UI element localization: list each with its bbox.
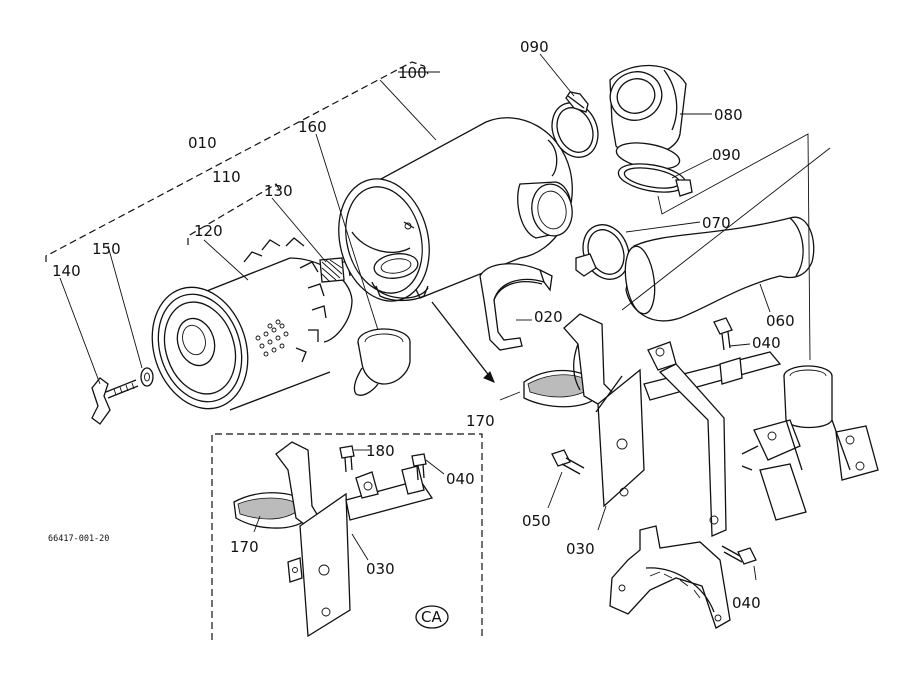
hose-clamp-090-upper [551,91,599,158]
stay-bracket [609,525,731,629]
hose-clamp-090-lower [617,163,693,197]
leader-lines [59,53,831,581]
label-060: 060 [766,312,795,330]
label-040-upper: 040 [752,334,781,352]
label-130: 130 [264,182,293,200]
label-180: 180 [366,442,395,460]
part-labels: 100 010 110 160 130 120 150 140 090 080 … [48,38,795,626]
bolt-040-upper [713,317,733,351]
washer-150 [140,367,154,387]
label-100: 100 [398,64,427,82]
bolt-050 [551,449,585,475]
label-120: 120 [194,222,223,240]
outer-element-120 [151,237,353,411]
label-150: 150 [92,240,121,258]
band-020 [479,263,553,351]
label-170-main: 170 [466,412,495,430]
bracket-030-main [523,313,782,537]
bolt-040-lower [721,545,757,565]
label-170-inset: 170 [230,538,259,556]
label-140: 140 [52,262,81,280]
label-090-upper: 090 [520,38,549,56]
label-030-inset: 030 [366,560,395,578]
label-040-lower: 040 [732,594,761,612]
assembly-bracket-110 [187,183,281,245]
drawing-code: 66417-001-20 [48,534,109,544]
label-030-main: 030 [566,540,595,558]
hose-clamp-070 [575,224,630,280]
label-080: 080 [714,106,743,124]
evacuator-valve-160 [353,328,411,396]
inner-element-130 [319,257,345,283]
label-020: 020 [534,308,563,326]
label-090-lower: 090 [712,146,741,164]
assembly-arrow [431,301,495,383]
label-050: 050 [522,512,551,530]
inset-ca [211,433,483,640]
elbow-hose-080 [609,64,687,170]
label-010: 010 [188,134,217,152]
inset-label-ca: CA [421,608,442,626]
intake-manifold [741,365,879,521]
intake-hose-060 [624,216,815,322]
label-110: 110 [212,168,241,186]
label-040-inset: 040 [446,470,475,488]
air-cleaner-case-100 [338,117,573,302]
label-160: 160 [298,118,327,136]
label-070: 070 [702,214,731,232]
assembly-bracket-010 [45,61,429,262]
wing-bolt-140 [91,377,139,425]
